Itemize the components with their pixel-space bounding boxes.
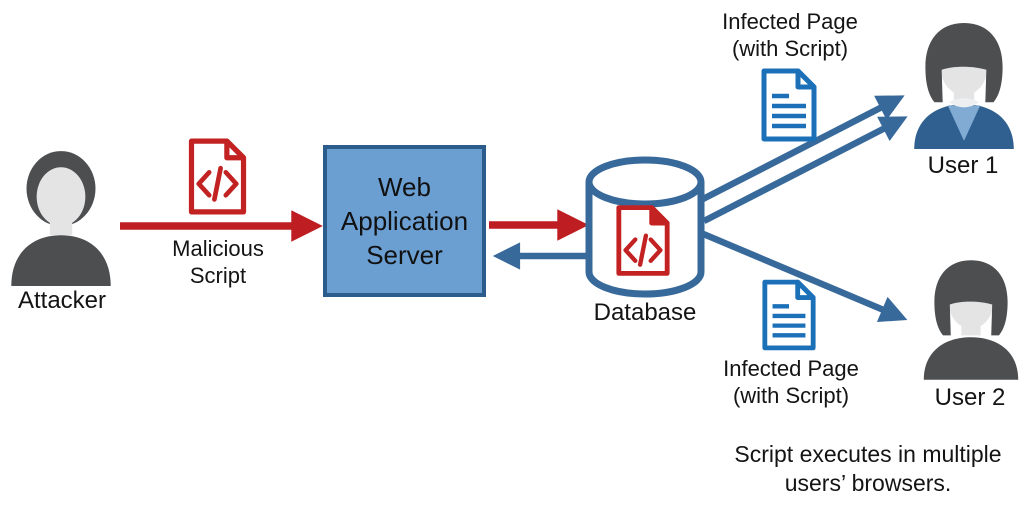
infected-page-top-label: Infected Page (with Script) bbox=[722, 9, 858, 61]
infected-page-bottom-label: Infected Page (with Script) bbox=[723, 356, 859, 408]
caption-text: Script executes in multiple users’ brows… bbox=[734, 441, 1002, 497]
malicious-script-label: Malicious Script bbox=[172, 236, 264, 288]
stored-script-document-icon bbox=[616, 205, 670, 276]
database-label: Database bbox=[593, 299, 697, 326]
web-application-server-node: Web Application Server bbox=[323, 145, 486, 297]
infected-page-document-icon-bottom bbox=[762, 279, 816, 351]
web-application-server-label: Web Application Server bbox=[340, 171, 469, 271]
attacker-label: Attacker bbox=[17, 287, 107, 314]
malicious-script-document-icon bbox=[188, 138, 247, 215]
infected-page-document-icon-top bbox=[761, 68, 817, 142]
attacker-person-icon bbox=[11, 151, 111, 286]
user1-person-icon bbox=[914, 23, 1014, 149]
user2-person-icon bbox=[923, 260, 1019, 380]
user1-label: User 1 bbox=[927, 152, 999, 179]
user2-label: User 2 bbox=[934, 384, 1006, 411]
